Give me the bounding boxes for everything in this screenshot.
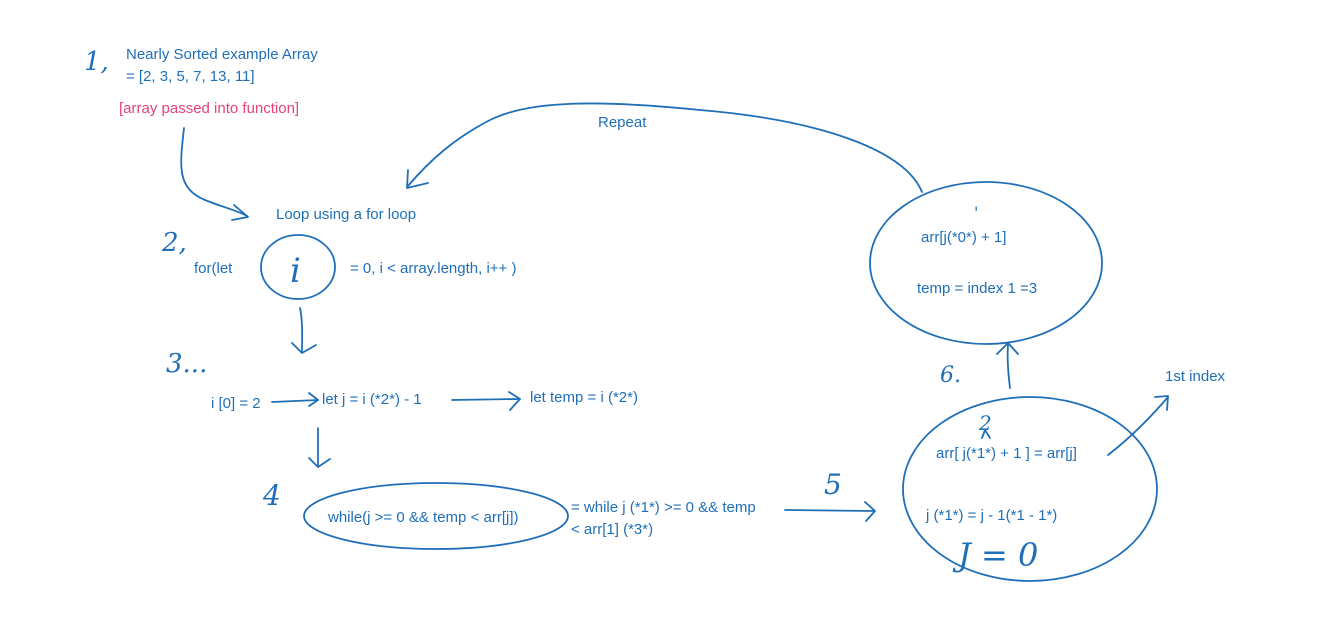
while-condition: while(j >= 0 && temp < arr[j]) xyxy=(327,509,519,526)
step-3-number: 3... xyxy=(166,349,207,379)
step6-line2: temp = index 1 =3 xyxy=(917,280,1037,297)
loop-variable-i: i xyxy=(290,251,301,291)
step5-decrement: j (*1*) = j - 1(*1 - 1*) xyxy=(925,507,1057,524)
while-condition-oval xyxy=(303,482,569,550)
step5-circle xyxy=(902,396,1158,582)
step6-line1: arr[j(*0*) + 1] xyxy=(921,229,1006,246)
step3-let-temp: let temp = i (*2*) xyxy=(530,389,638,406)
arrow-while-to-step5 xyxy=(784,509,875,512)
step6-circle xyxy=(869,181,1103,345)
step5-assign: arr[ j(*1*) + 1 ] = arr[j] xyxy=(936,445,1077,462)
arrow-step3-to-while-head xyxy=(308,457,331,468)
arrow-to-first-index-head xyxy=(1154,395,1169,411)
step-6-number: 6. xyxy=(940,363,961,388)
for-let-prefix: for(let xyxy=(194,260,233,277)
repeat-label: Repeat xyxy=(598,114,647,131)
arrow-to-first-index xyxy=(1107,396,1169,456)
step3-let-j: let j = i (*2*) - 1 xyxy=(322,391,422,408)
step5-result: J = 0 xyxy=(952,536,1038,574)
first-index-label: 1st index xyxy=(1165,368,1226,385)
while-expanded-line2: < arr[1] (*3*) xyxy=(571,521,653,538)
while-expanded-line1: = while j (*1*) >= 0 && temp xyxy=(571,499,756,516)
step-5-number: 5 xyxy=(824,468,842,501)
loop-variable-circle xyxy=(260,234,336,300)
arrow-i-to-j xyxy=(271,399,319,403)
arrow-note-to-loop-head xyxy=(231,204,249,221)
repeat-arrow-head xyxy=(406,169,429,189)
arrow-i-to-j-head xyxy=(308,392,319,407)
arrow-j-to-temp-head xyxy=(508,391,521,411)
step6-tick: ' xyxy=(974,203,978,222)
array-title: Nearly Sorted example Array xyxy=(126,46,318,63)
step3-i-zero: i [0] = 2 xyxy=(211,395,261,412)
step-1-number: 1, xyxy=(84,47,109,77)
arrow-note-to-loop xyxy=(180,127,248,217)
arrow-loop-to-step3 xyxy=(299,307,304,353)
arrow-step5-to-step6 xyxy=(1006,344,1011,389)
array-passed-note: [array passed into function] xyxy=(119,100,299,117)
step-4-number: 4 xyxy=(262,479,281,512)
arrow-while-to-step5-head xyxy=(864,501,876,522)
array-values: = [2, 3, 5, 7, 13, 11] xyxy=(126,68,255,85)
loop-caption: Loop using a for loop xyxy=(276,206,416,223)
for-loop-condition: = 0, i < array.length, i++ ) xyxy=(350,260,516,277)
step5-caret xyxy=(981,429,991,439)
step5-superscript: 2 xyxy=(978,411,992,435)
arrow-loop-to-step3-head xyxy=(291,342,317,354)
repeat-arrow xyxy=(407,102,923,193)
arrow-j-to-temp xyxy=(451,398,521,401)
step-2-number: 2, xyxy=(161,228,187,258)
